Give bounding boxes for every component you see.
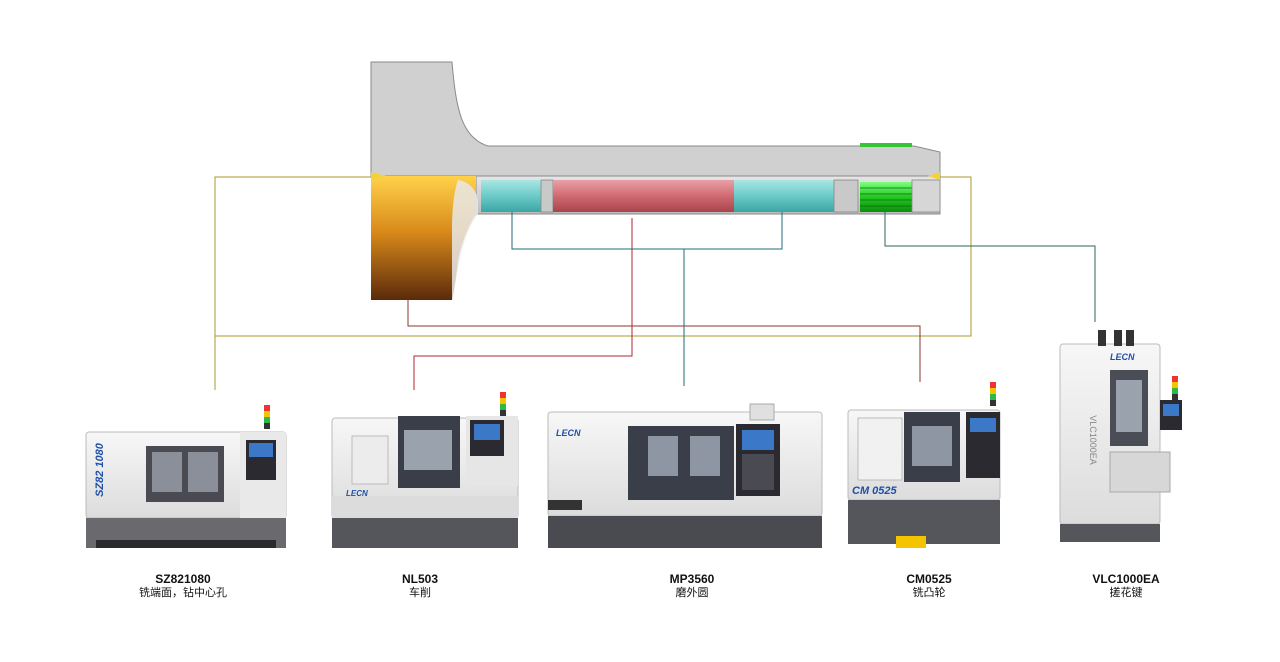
groove-1 — [540, 179, 554, 213]
brand-logo-vlc: LECN — [1110, 352, 1135, 362]
model-name: SZ821080 — [155, 572, 211, 586]
label-vlc1000ea: VLC1000EA 搓花键 — [1036, 572, 1216, 600]
connector-lines — [214, 176, 1096, 390]
center-hole-right — [928, 172, 940, 180]
grind-section-2 — [734, 180, 834, 212]
connector-nl503 — [413, 218, 633, 390]
shaft-end — [911, 179, 941, 213]
label-nl503: NL503 车削 — [330, 572, 510, 600]
connector-vlc1000ea — [884, 212, 1096, 322]
connector-cm0525 — [407, 300, 921, 382]
brand-logo-mp3560: LECN — [556, 428, 581, 438]
label-sz821080: SZ821080 铣端面，钻中心孔 — [93, 572, 273, 600]
turn-section — [553, 180, 734, 212]
keyway-strip — [860, 143, 912, 147]
machine-side-text-sz: SZ82 1080 — [94, 442, 106, 497]
grind-section-1 — [481, 180, 541, 212]
connector-sz821080 — [214, 176, 371, 390]
machine-vlc1000ea: LECN VLC1000EA — [1059, 330, 1182, 542]
operation-name: 搓花键 — [1109, 586, 1143, 599]
operation-name: 铣凸轮 — [912, 586, 946, 599]
model-name: VLC1000EA — [1092, 572, 1160, 586]
brand-logo-nl503: LECN — [346, 489, 368, 498]
shaft-part — [370, 61, 941, 300]
connector-sz821080-right — [215, 176, 972, 337]
model-name: MP3560 — [669, 572, 715, 586]
flange-fillet — [452, 180, 478, 300]
operation-name: 铣端面，钻中心孔 — [139, 586, 227, 599]
model-name: CM0525 — [906, 572, 952, 586]
operation-name: 磨外圆 — [675, 586, 709, 599]
machine-cm0525: CM 0525 — [847, 382, 1001, 548]
label-cm0525: CM0525 铣凸轮 — [839, 572, 1019, 600]
label-mp3560: MP3560 磨外圆 — [602, 572, 782, 600]
operation-name: 车削 — [409, 586, 431, 599]
machine-sz821080: SZ82 1080 — [85, 405, 287, 548]
center-hole-left — [371, 172, 386, 180]
shaft-section-body — [370, 61, 941, 177]
machine-side-text-cm: CM 0525 — [852, 485, 898, 497]
machine-nl503: LECN — [331, 392, 519, 548]
connector-mp3560 — [511, 212, 783, 250]
groove-2 — [833, 179, 859, 213]
machine-mp3560: LECN — [547, 403, 823, 548]
machine-side-text-vlc: VLC1000EA — [1088, 415, 1098, 465]
flange-face — [371, 176, 476, 300]
spline-section — [860, 182, 912, 212]
model-name: NL503 — [401, 572, 439, 586]
